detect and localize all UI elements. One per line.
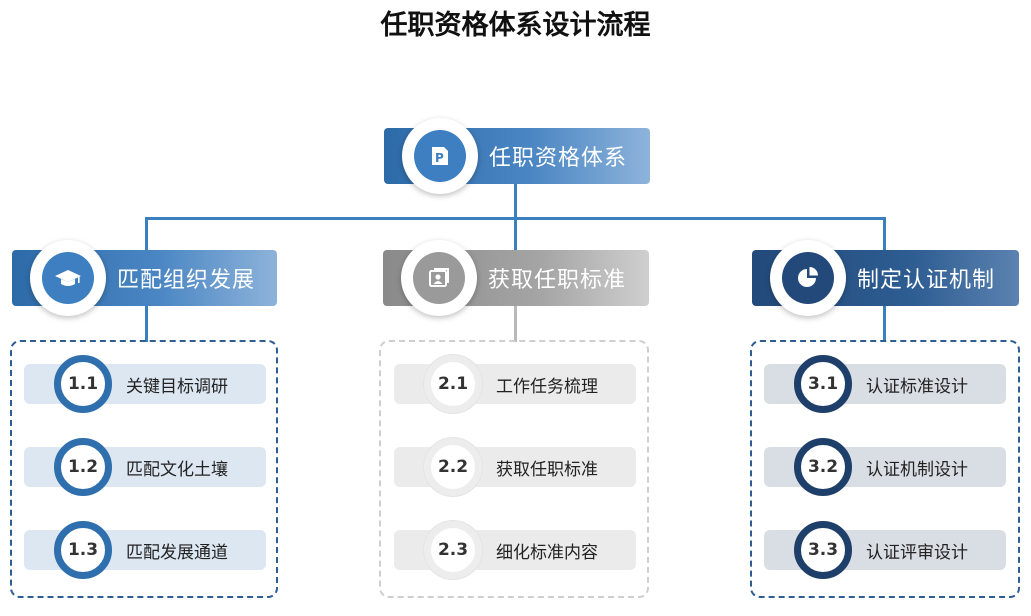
pie-chart-icon [798, 267, 818, 287]
step-label: 匹配文化土壤 [126, 459, 228, 480]
step-label: 认证机制设计 [866, 459, 968, 480]
step-number: 3.2 [794, 438, 852, 496]
column-2-badge [401, 240, 477, 316]
step-item-3-3: 3.3 认证评审设计 [764, 521, 1006, 579]
step-label: 获取任职标准 [496, 459, 598, 480]
connector-col2-down [514, 217, 517, 251]
column-3-badge [770, 240, 846, 316]
step-number: 3.1 [794, 355, 852, 413]
connector-col3-down [883, 217, 886, 251]
connector-root-down [514, 184, 517, 220]
connector-col2-panel [514, 306, 517, 342]
step-item-1-2: 1.2 匹配文化土壤 [24, 438, 266, 496]
connector-col1-down [145, 217, 148, 251]
root-badge: P [402, 118, 478, 194]
column-header-1: 匹配组织发展 [12, 240, 277, 316]
column-2-panel [379, 340, 649, 598]
document-p-icon: P [432, 147, 448, 165]
step-item-3-1: 3.1 认证标准设计 [764, 355, 1006, 413]
column-1-badge [30, 240, 106, 316]
step-item-2-1: 2.1 工作任务梳理 [394, 355, 636, 413]
step-item-1-1: 1.1 关键目标调研 [24, 355, 266, 413]
svg-text:P: P [435, 151, 444, 165]
connector-col3-panel [883, 306, 886, 342]
column-1-panel [10, 340, 278, 598]
step-number: 1.1 [54, 355, 112, 413]
step-item-3-2: 3.2 认证机制设计 [764, 438, 1006, 496]
column-header-2: 获取任职标准 [383, 240, 649, 316]
step-label: 匹配发展通道 [126, 542, 228, 563]
step-number: 1.2 [54, 438, 112, 496]
column-3-panel [750, 340, 1020, 598]
id-card-icon [429, 268, 449, 287]
step-label: 认证标准设计 [866, 376, 968, 397]
column-header-3: 制定认证机制 [752, 240, 1019, 316]
column-1-label: 匹配组织发展 [117, 268, 256, 293]
step-label: 认证评审设计 [866, 542, 968, 563]
step-item-2-2: 2.2 获取任职标准 [394, 438, 636, 496]
step-number: 2.1 [424, 355, 482, 413]
step-label: 关键目标调研 [126, 376, 228, 397]
connector-col1-panel [145, 306, 148, 342]
column-3-label: 制定认证机制 [857, 268, 996, 293]
step-number: 2.3 [424, 521, 482, 579]
step-item-1-3: 1.3 匹配发展通道 [24, 521, 266, 579]
root-node: P 任职资格体系 [384, 118, 650, 194]
root-label: 任职资格体系 [489, 146, 628, 171]
step-label: 细化标准内容 [496, 542, 598, 563]
step-label: 工作任务梳理 [496, 376, 598, 397]
step-number: 3.3 [794, 521, 852, 579]
page-title: 任职资格体系设计流程 [380, 10, 651, 41]
step-number: 1.3 [54, 521, 112, 579]
step-number: 2.2 [424, 438, 482, 496]
step-item-2-3: 2.3 细化标准内容 [394, 521, 636, 579]
column-2-label: 获取任职标准 [488, 268, 627, 293]
graduation-cap-icon [55, 270, 81, 286]
